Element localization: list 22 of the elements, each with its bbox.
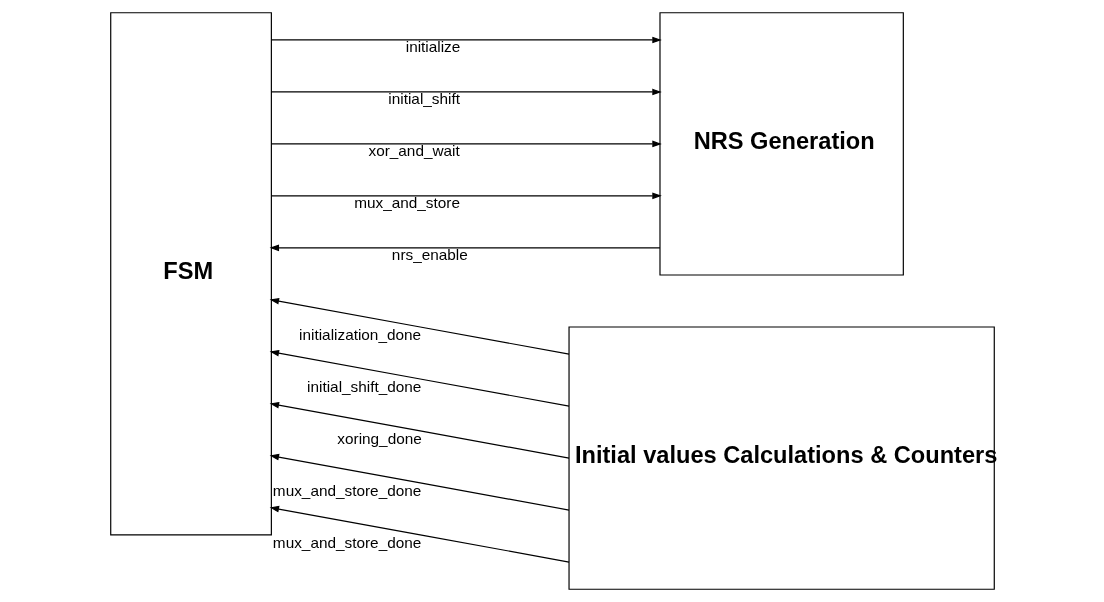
edge-label: mux_and_store [353,194,460,212]
arrow [270,36,662,44]
arrow [269,505,570,563]
arrow [269,401,570,459]
node-box: FSM [109,12,272,536]
arrow [270,140,662,148]
arrow [269,453,570,511]
edge-label: nrs_enable [391,246,468,264]
edge-label: mux_and_store_done [272,481,421,499]
edge-label: initialization_done [298,325,421,343]
arrow [269,349,570,407]
arrow [269,244,661,252]
edge-label: xoring_done [336,429,422,447]
edge-label: initial_shift_done [306,377,421,395]
arrow [270,192,662,200]
edge-label: mux_and_store_done [272,533,421,551]
arrow [269,297,570,355]
edge-label: initial_shift [387,90,460,108]
arrow [270,88,662,96]
node-box: NRS Generation [658,12,904,276]
edge-label: initialize [405,38,460,56]
edge-label: xor_and_wait [367,142,460,160]
